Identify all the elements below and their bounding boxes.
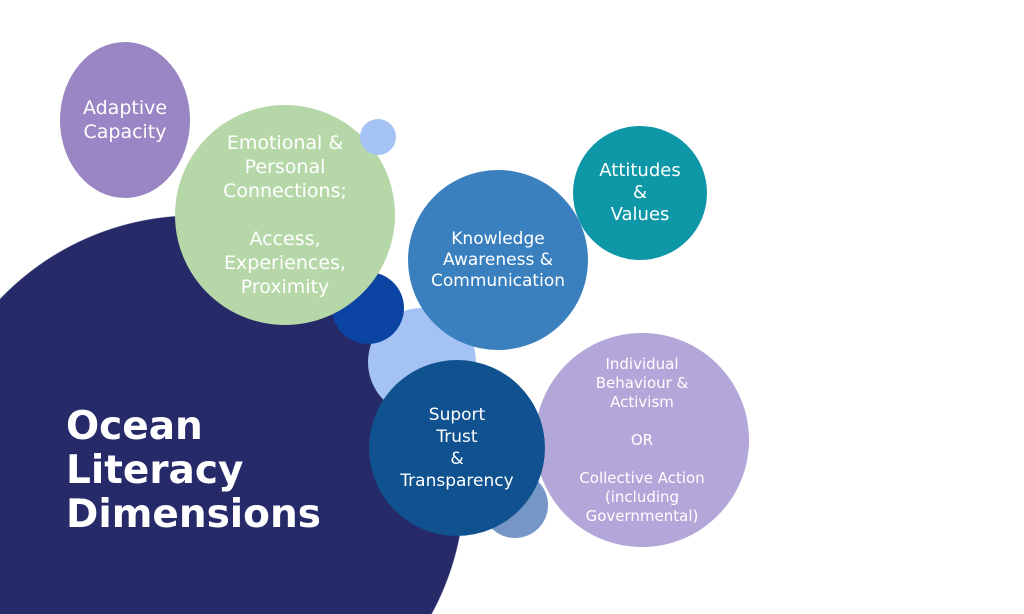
decorative-circle — [360, 119, 396, 155]
bubble-label: Emotional & Personal Connections; Access… — [223, 132, 347, 298]
bubble-label: Attitudes & Values — [599, 160, 681, 225]
bubble-adaptive-capacity: Adaptive Capacity — [60, 42, 190, 198]
bubble-label: Adaptive Capacity — [82, 97, 168, 143]
bubble-label: Knowledge Awareness & Communication — [431, 228, 565, 291]
bubble-behaviour-action: Individual Behaviour & Activism OR Colle… — [535, 333, 749, 547]
bubble-label: Individual Behaviour & Activism OR Colle… — [579, 354, 705, 525]
bubble-knowledge: Knowledge Awareness & Communication — [408, 170, 588, 350]
bubble-label: Suport Trust & Transparency — [400, 405, 514, 491]
diagram-title: Ocean Literacy Dimensions — [66, 404, 321, 537]
bubble-trust-transparency: Suport Trust & Transparency — [369, 360, 545, 536]
bubble-attitudes-values: Attitudes & Values — [573, 126, 707, 260]
bubble-emotional-access: Emotional & Personal Connections; Access… — [175, 105, 395, 325]
